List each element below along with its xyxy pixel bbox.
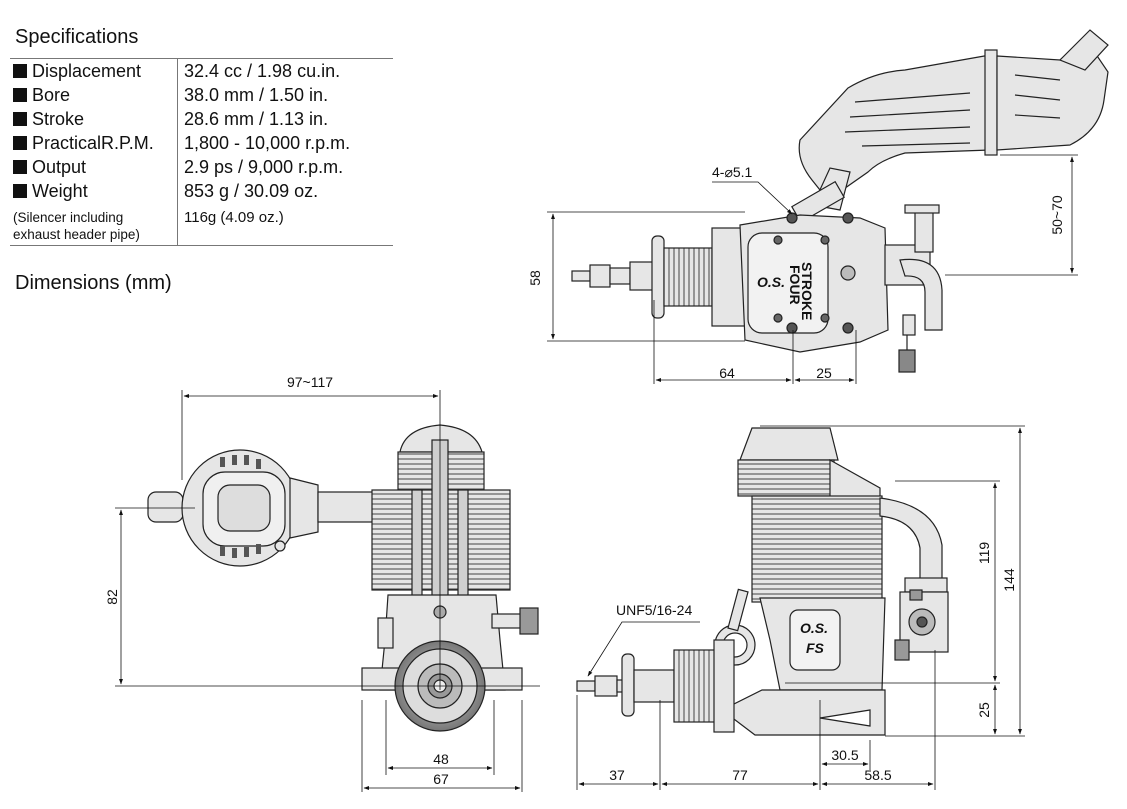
dim-total-height: 144 <box>1001 568 1017 592</box>
bullet-square-icon <box>13 183 27 198</box>
spec-value: 32.4 cc / 1.98 cu.in. <box>177 58 393 83</box>
bullet-square-icon <box>13 111 27 126</box>
spec-value: 1,800 - 10,000 r.p.m. <box>184 132 351 153</box>
specifications-title: Specifications <box>15 26 139 48</box>
os-logo-text: O.S. <box>757 274 785 290</box>
top-view-engine: O.S. FOUR STROKE <box>571 29 1109 373</box>
spec-value: 2.9 ps / 9,000 r.p.m. <box>184 156 344 177</box>
dim-base-height: 25 <box>976 702 992 718</box>
dim-shaft-height: 82 <box>104 589 120 605</box>
dimensions-title: Dimensions (mm) <box>15 272 172 294</box>
dim-mount-length: 30.5 <box>831 747 858 763</box>
dim-hole-label: 4-⌀5.1 <box>712 164 753 180</box>
spec-row: Output 2.9 ps / 9,000 r.p.m. <box>10 155 393 179</box>
top-view-dimensions <box>547 154 1078 384</box>
mount-bolt-icon <box>786 322 798 334</box>
side-view-engine: O.S. FS <box>576 427 949 736</box>
spec-note-value: 116g (4.09 oz.) <box>177 203 393 246</box>
cam-cover-plate <box>747 232 829 334</box>
spec-row: PracticalR.P.M. 1,800 - 10,000 r.p.m. <box>10 131 393 155</box>
spec-value: 853 g / 30.09 oz. <box>184 180 319 201</box>
spec-name: Displacement <box>32 60 142 81</box>
spec-note-line1: (Silencer including <box>13 210 124 225</box>
spec-name: Stroke <box>32 108 85 129</box>
dim-mount-offset: 25 <box>816 365 832 381</box>
dim-rear-length: 58.5 <box>864 767 891 783</box>
spec-name: Output <box>32 156 87 177</box>
svg-text:FOUR: FOUR <box>787 265 803 305</box>
bullet-square-icon <box>13 135 27 150</box>
spec-name: PracticalR.P.M. <box>32 132 154 153</box>
dim-head-height: 119 <box>976 542 992 565</box>
dim-inner-width: 48 <box>433 751 449 767</box>
spec-value: 28.6 mm / 1.13 in. <box>184 108 329 129</box>
dim-silencer-range: 50~70 <box>1049 195 1065 235</box>
dim-shaft-length: 37 <box>609 767 625 783</box>
spec-row: Weight 853 g / 30.09 oz. <box>10 179 393 203</box>
dim-body-length: 77 <box>732 767 748 783</box>
front-view-dimensions <box>115 390 540 792</box>
silencer <box>798 29 1109 201</box>
specifications-table: Displacement 32.4 cc / 1.98 cu.in. Bore … <box>10 58 393 246</box>
spec-row: Displacement 32.4 cc / 1.98 cu.in. <box>10 58 393 83</box>
svg-text:FS: FS <box>806 640 825 656</box>
mount-bolt-icon <box>842 212 854 224</box>
svg-text:O.S.: O.S. <box>800 620 828 636</box>
side-view-dimensions <box>576 425 1025 790</box>
side-cylinder-fins <box>751 495 883 603</box>
svg-text:STROKE: STROKE <box>799 262 815 320</box>
mount-bolt-icon <box>842 322 854 334</box>
spec-row: Bore 38.0 mm / 1.50 in. <box>10 83 393 107</box>
dim-muffler-span: 97~117 <box>287 374 333 390</box>
front-view-engine <box>147 424 539 732</box>
dim-top-height: 58 <box>527 270 543 286</box>
dim-outer-width: 67 <box>433 771 449 787</box>
crankshaft-tip <box>571 270 591 282</box>
bullet-square-icon <box>13 87 27 102</box>
mount-bolt-icon <box>786 212 798 224</box>
dim-crank-length: 64 <box>719 365 735 381</box>
spec-row: Stroke 28.6 mm / 1.13 in. <box>10 107 393 131</box>
spec-name: Weight <box>32 180 88 201</box>
spec-value: 38.0 mm / 1.50 in. <box>184 84 329 105</box>
spec-name: Bore <box>32 84 71 105</box>
spec-note-line2: exhaust header pipe) <box>13 227 140 242</box>
needle-valve <box>519 607 539 635</box>
dim-thread-label: UNF5/16-24 <box>616 602 692 618</box>
bullet-square-icon <box>13 159 27 174</box>
bullet-square-icon <box>13 63 27 78</box>
side-crankshaft-tip <box>576 680 596 692</box>
